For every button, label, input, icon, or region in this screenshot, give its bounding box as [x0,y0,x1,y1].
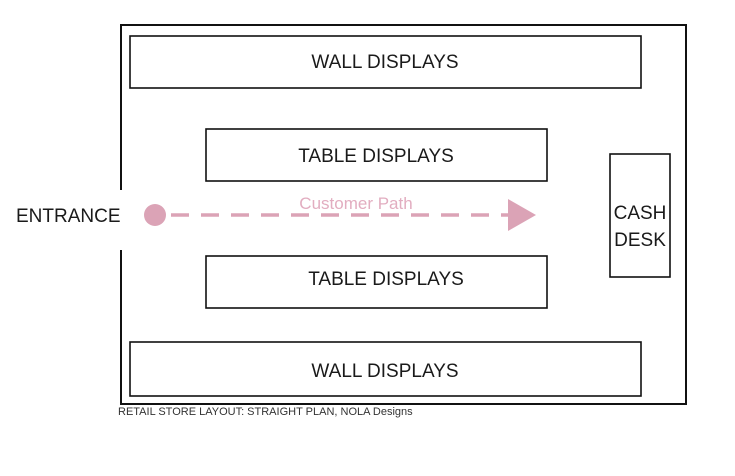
customer-path-arrowhead [508,199,536,231]
wall-displays-bottom: WALL DISPLAYS [129,341,642,397]
figure-caption: RETAIL STORE LAYOUT: STRAIGHT PLAN, NOLA… [118,406,413,418]
entrance-point-marker [144,204,166,226]
cash-desk: CASH DESK [609,153,671,278]
customer-path-label: Customer Path [299,194,412,213]
entrance-label: ENTRANCE [16,206,121,227]
wall-displays-bottom-label: WALL DISPLAYS [311,361,458,382]
table-displays-top-label: TABLE DISPLAYS [298,146,454,167]
store-outer-wall [120,24,687,405]
table-displays-top: TABLE DISPLAYS [205,128,548,182]
wall-displays-top: WALL DISPLAYS [129,35,642,89]
table-displays-bottom-label: TABLE DISPLAYS [308,269,464,290]
table-displays-bottom: TABLE DISPLAYS [205,255,548,309]
wall-displays-top-label: WALL DISPLAYS [311,52,458,73]
customer-path: Customer Path [144,194,536,231]
cash-desk-label-line2: DESK [614,230,666,251]
wall-displays-top-box [129,35,642,89]
table-displays-top-box [205,128,548,182]
wall-displays-bottom-box [129,341,642,397]
cash-desk-box [609,153,671,278]
cash-desk-label-line1: CASH [614,203,667,224]
table-displays-bottom-box [205,255,548,309]
